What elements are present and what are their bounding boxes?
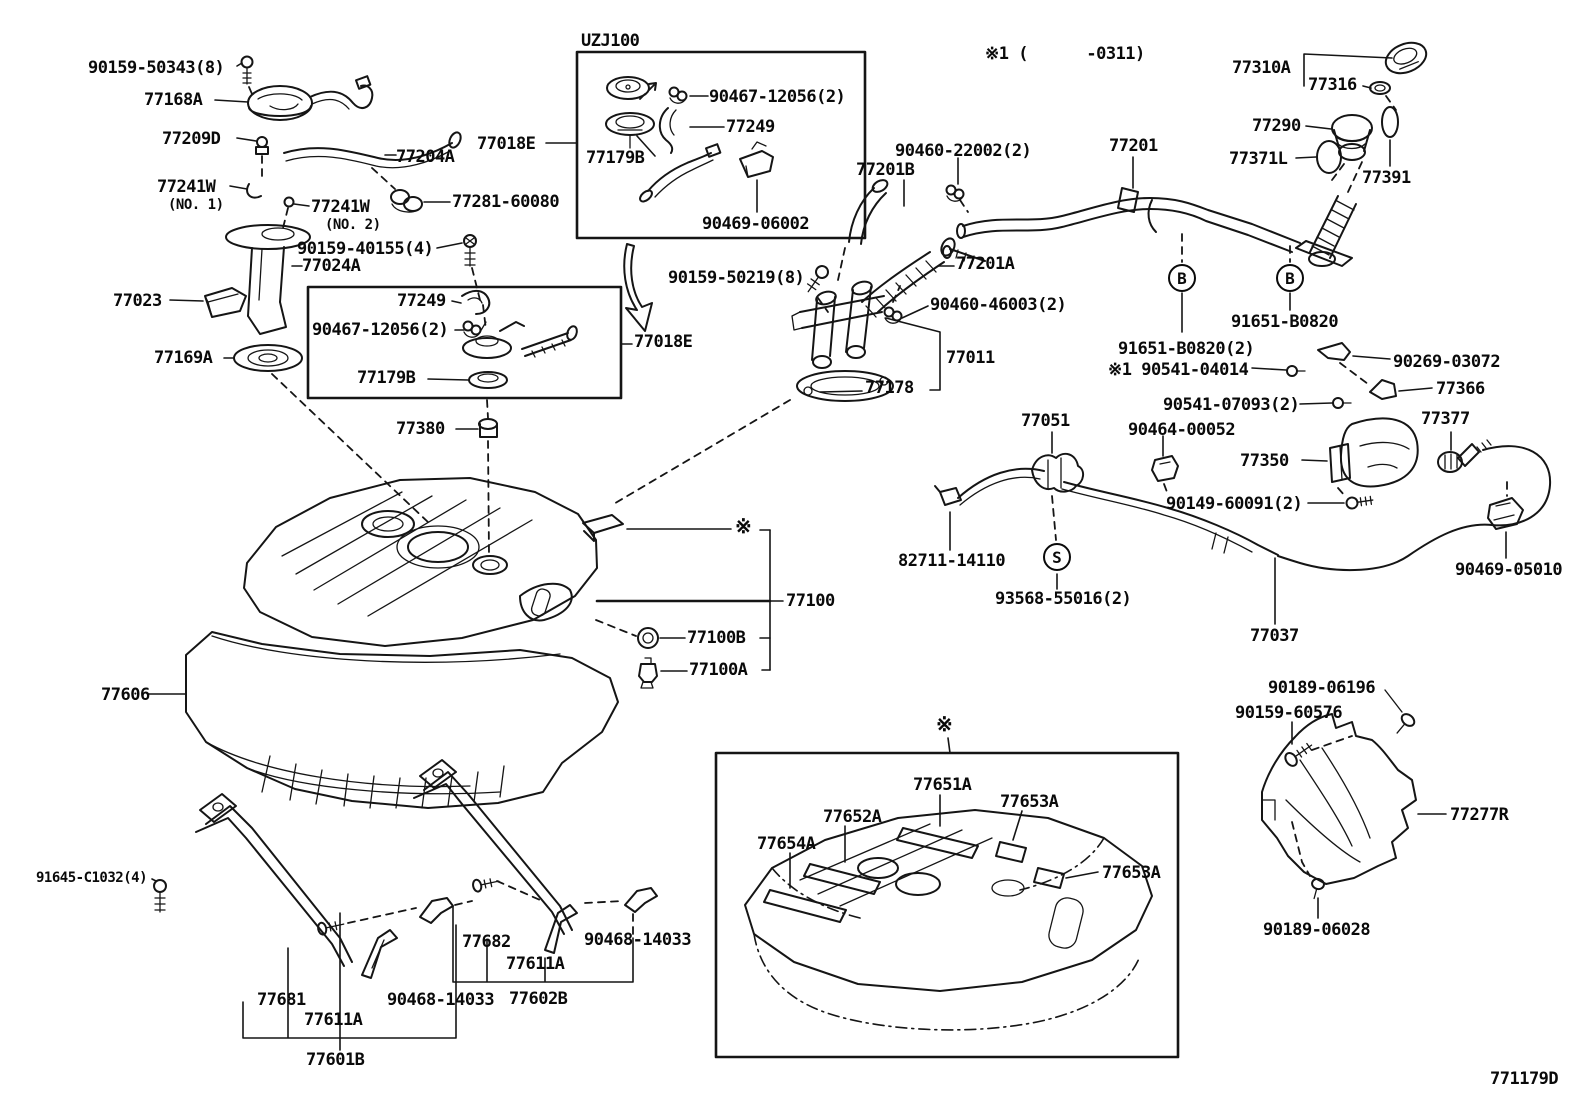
label-77350: 77350	[1240, 451, 1289, 471]
label-77241W-no2: 77241W	[311, 197, 370, 217]
callout-circle-B2: B	[1276, 264, 1304, 292]
label-82711-14110: 82711-14110	[898, 551, 1006, 571]
tank-pads-inset-box-art	[714, 737, 1180, 1059]
label-77179B-mid: 77179B	[357, 368, 416, 388]
label-90468-14033-left: 90468-14033	[387, 990, 495, 1010]
fuel-lid-and-cable-art	[934, 342, 1552, 625]
label-77366: 77366	[1436, 379, 1485, 399]
filler-pipe-art	[942, 156, 1363, 333]
label-90460-22002: 90460-22002(2)	[895, 141, 1032, 161]
label-77653A-right: 77653A	[1102, 863, 1161, 883]
label-77682: 77682	[462, 932, 511, 952]
breather-tube-assembly-art	[791, 157, 969, 402]
label-77023: 77023	[113, 291, 162, 311]
label-77241W-no1: 77241W	[157, 177, 216, 197]
label-77201B: 77201B	[856, 160, 915, 180]
label-77037: 77037	[1250, 626, 1299, 646]
label-77018E-top: 77018E	[477, 134, 536, 154]
label-77100A: 77100A	[689, 660, 748, 680]
label-91645-C1032: 91645-C1032(4)	[36, 870, 148, 886]
fuel-cap-art	[1295, 41, 1428, 181]
label-variant-note: ※1 ( -0311)	[985, 44, 1145, 64]
label-77606: 77606	[101, 685, 150, 705]
label-90269-03072: 90269-03072	[1393, 352, 1501, 372]
label-no2: (NO. 2)	[325, 217, 381, 233]
label-77611A-left: 77611A	[304, 1010, 363, 1030]
label-77377: 77377	[1421, 409, 1470, 429]
label-77371L: 77371L	[1229, 149, 1288, 169]
callout-circle-B1: B	[1168, 264, 1196, 292]
label-90159-50219: 90159-50219(8)	[668, 268, 805, 288]
label-77201: 77201	[1109, 136, 1158, 156]
label-77310A: 77310A	[1232, 58, 1291, 78]
label-77249-mid: 77249	[397, 291, 446, 311]
label-90189-06196: 90189-06196	[1268, 678, 1376, 698]
label-90469-05010: 90469-05010	[1455, 560, 1563, 580]
label-77169A: 77169A	[154, 348, 213, 368]
label-90159-60576: 90159-60576	[1235, 703, 1343, 723]
label-77277R: 77277R	[1450, 805, 1509, 825]
label-93568-55016: 93568-55016(2)	[995, 589, 1132, 609]
label-90460-46003: 90460-46003(2)	[930, 295, 1067, 315]
small-fasteners-art	[1151, 365, 1352, 493]
tank-protector-art	[147, 631, 619, 809]
fuel-pump-assembly-art	[169, 55, 462, 525]
label-77178: 77178	[865, 378, 914, 398]
reference-arrow-art	[623, 243, 653, 332]
label-77018E-mid: 77018E	[634, 332, 693, 352]
label-77654A: 77654A	[757, 834, 816, 854]
label-77204A: 77204A	[396, 147, 455, 167]
label-90149-60091: 90149-60091(2)	[1166, 494, 1303, 514]
label-77601B: 77601B	[306, 1050, 365, 1070]
label-77602B: 77602B	[509, 989, 568, 1009]
label-90541-04014: ※1 90541-04014	[1108, 360, 1249, 380]
label-77168A: 77168A	[144, 90, 203, 110]
figure-code: 771179D	[1490, 1069, 1559, 1089]
label-90541-07093: 90541-07093(2)	[1163, 395, 1300, 415]
label-90468-14033-right: 90468-14033	[584, 930, 692, 950]
label-77024A: 77024A	[302, 256, 361, 276]
callout-circle-S: S	[1043, 543, 1071, 571]
tank-band-art	[151, 759, 658, 1051]
fuel-tank-art	[243, 399, 791, 689]
label-91651-B0820-2: 91651-B0820(2)	[1118, 339, 1255, 359]
label-77051: 77051	[1021, 411, 1070, 431]
label-77179B-top: 77179B	[586, 148, 645, 168]
label-90464-00052: 90464-00052	[1128, 420, 1236, 440]
label-77681: 77681	[257, 990, 306, 1010]
uzj100-inset-box-art	[545, 50, 867, 240]
label-90467-12056-top: 90467-12056(2)	[709, 87, 846, 107]
label-91651-B0820: 91651-B0820	[1231, 312, 1339, 332]
label-77652A: 77652A	[823, 807, 882, 827]
label-77100B: 77100B	[687, 628, 746, 648]
label-77380: 77380	[396, 419, 445, 439]
label-77653A-top: 77653A	[1000, 792, 1059, 812]
label-no1: (NO. 1)	[168, 197, 224, 213]
label-77100: 77100	[786, 591, 835, 611]
label-star-tank: ※	[735, 514, 752, 538]
label-77011: 77011	[946, 348, 995, 368]
label-77201A: 77201A	[956, 254, 1015, 274]
label-77611A-right: 77611A	[506, 954, 565, 974]
label-90189-06028: 90189-06028	[1263, 920, 1371, 940]
label-77391: 77391	[1362, 168, 1411, 188]
label-90467-12056-mid: 90467-12056(2)	[312, 320, 449, 340]
label-77651A: 77651A	[913, 775, 972, 795]
screw-and-grommet-art	[436, 234, 498, 556]
label-90159-40155: 90159-40155(4)	[297, 239, 434, 259]
label-77290: 77290	[1252, 116, 1301, 136]
label-star-box: ※	[936, 712, 953, 736]
label-90159-50343: 90159-50343(8)	[88, 58, 225, 78]
label-uzj100: UZJ100	[581, 31, 640, 51]
label-77209D: 77209D	[162, 129, 221, 149]
label-90469-06002: 90469-06002	[702, 214, 810, 234]
label-77281-60080: 77281-60080	[452, 192, 560, 212]
label-77316: 77316	[1308, 75, 1357, 95]
filler-shield-art	[1261, 689, 1447, 919]
label-77249-top: 77249	[726, 117, 775, 137]
